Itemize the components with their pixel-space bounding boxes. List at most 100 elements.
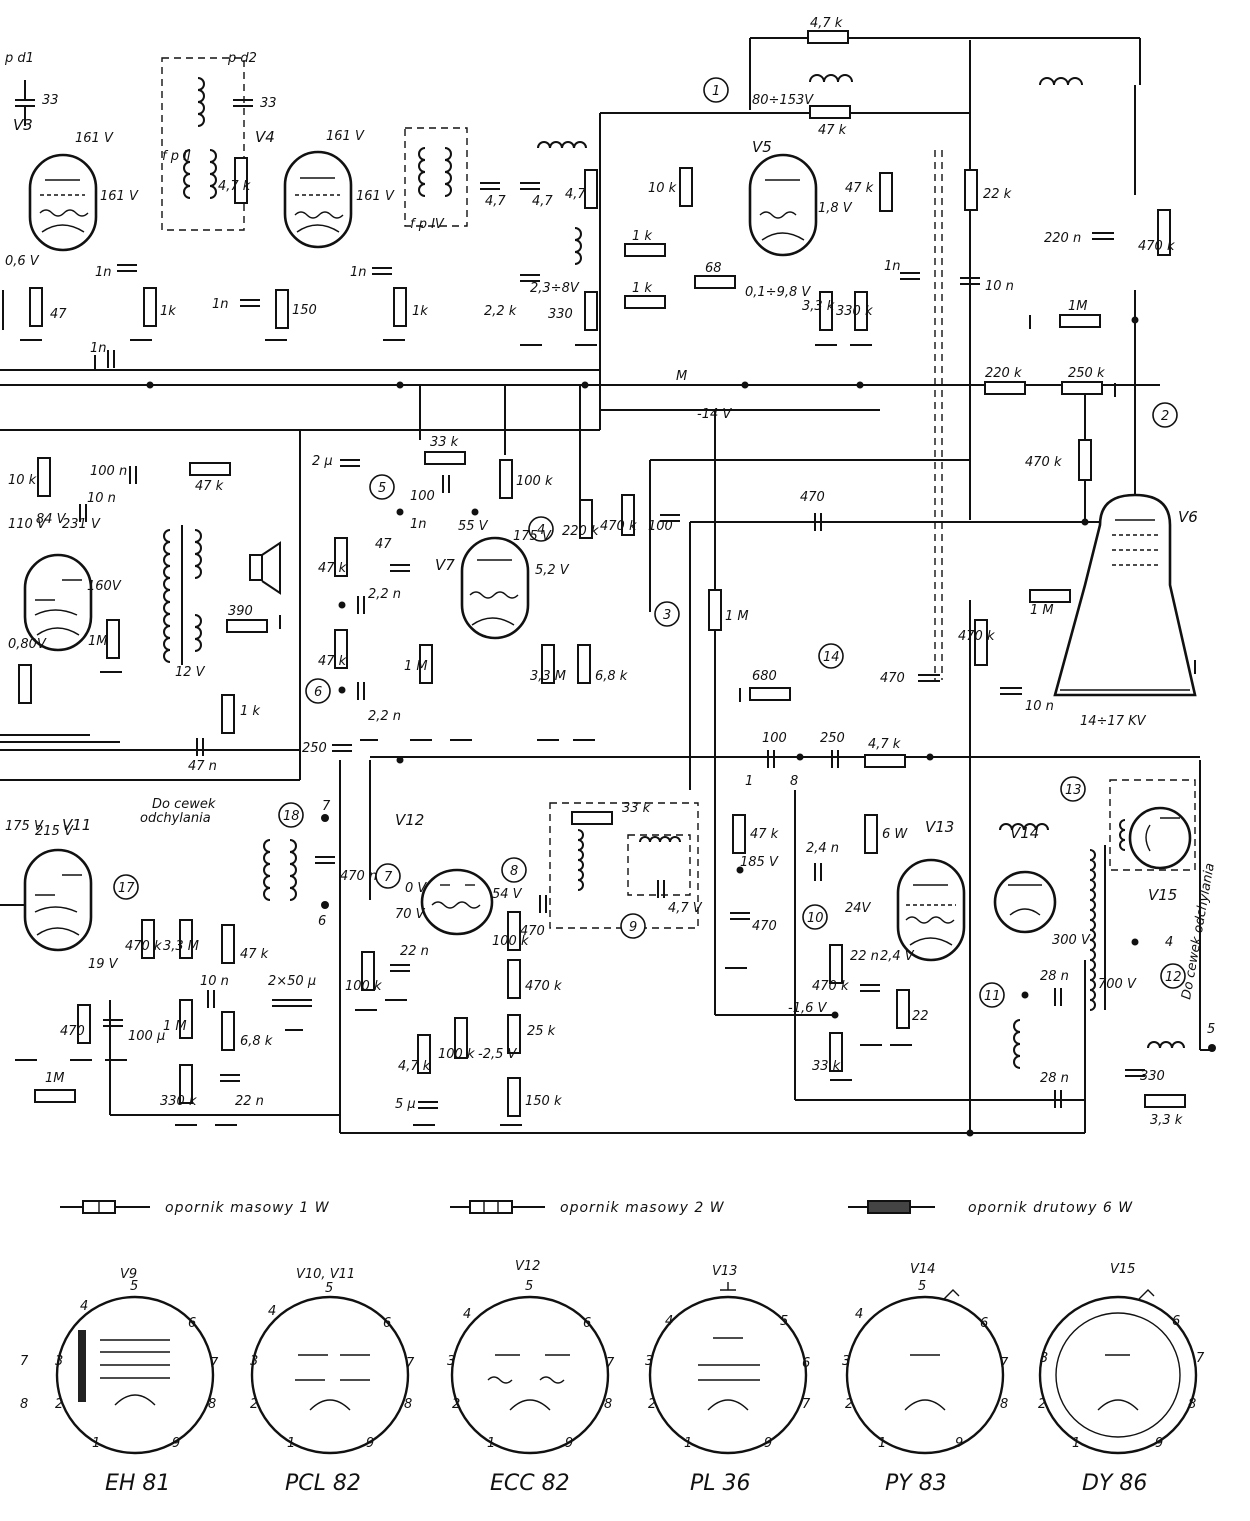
label-r470kg: 470 k [812,979,849,994]
marker-18: 18 [283,809,300,824]
tube-label-v6: V6 [1178,508,1198,526]
pin-6: 6 [383,1316,391,1331]
label-lead8: 8 [790,774,798,789]
pinout-type-ecc82: ECC 82 [490,1471,570,1496]
label-r47kh: 47 k [240,947,269,962]
pin-3: 3 [55,1354,63,1369]
pin-4: 4 [855,1307,863,1322]
label-c470c: 470 [520,924,545,939]
label-v70: 70 V [395,907,426,922]
pin-2: 2 [648,1397,656,1412]
label-r1kc: 1 k [632,229,652,244]
label-r100k: 100 k [516,474,553,489]
label-r390: 390 [228,604,253,619]
label-r47kj: 4,7 k [398,1059,431,1074]
legend-label-mass-2w: opornik masowy 2 W [560,1200,725,1216]
label-v161d: 161 V [356,189,395,204]
label-r330k: 330 k [836,304,873,319]
marker-5: 5 [378,481,386,496]
label-c1nc: 1n [212,297,229,312]
label-v1417: 14÷17 KV [1080,714,1147,729]
pin-7: 7 [1000,1356,1009,1371]
tube-v7: V7 [435,536,530,640]
label-c10nd: 10 n [200,974,229,989]
label-r1ka: 1k [160,304,176,319]
pin-1: 1 [878,1436,886,1451]
marker-4: 4 [537,523,545,538]
label-pd2: p d2 [227,51,257,66]
marker-3: 3 [663,608,671,623]
pin-6: 6 [583,1316,591,1331]
label-r150: 150 [292,303,317,318]
coils-top [537,74,1185,1069]
pin-9: 9 [764,1436,772,1451]
label-lead4: 4 [1165,935,1173,950]
label-r68kb: 6,8 k [240,1034,273,1049]
audio-output-transformer [163,525,202,665]
label-c10na: 10 n [985,279,1014,294]
pin-6: 6 [802,1356,810,1371]
pin-1: 1 [92,1436,100,1451]
label-v185: 185 V [740,855,779,870]
pin-7: 7 [802,1397,811,1412]
label-c1na: 1n [95,265,112,280]
label-lead7: 7 [322,799,331,814]
marker-8: 8 [510,864,518,879]
label-v110: 110 V [8,517,47,532]
label-v161c: 161 V [326,129,365,144]
pinout-tube-v12: V12 [515,1259,540,1274]
pin-8: 8 [404,1397,412,1412]
label-v52: 5,2 V [535,563,570,578]
label-c1nd: 1n [350,265,367,280]
marker-13: 13 [1065,783,1082,798]
pin-3: 3 [447,1354,455,1369]
pin-9: 9 [366,1436,374,1451]
label-r330: 330 [548,307,573,322]
marker-14: 14 [823,650,840,665]
label-c100b: 100 [648,519,673,534]
edge-label-7: 7 [20,1354,29,1369]
pinout-tube-v15: V15 [1110,1262,1135,1277]
pin-3: 3 [842,1354,850,1369]
label-pd1: p d1 [4,51,34,66]
label-r47kb: 47 k [818,123,847,138]
label-r1Mf: 1 M [163,1019,187,1034]
legend-label-mass-1w: opornik masowy 1 W [165,1200,330,1216]
label-r1Me: 1 M [1030,603,1054,618]
loudspeaker [249,541,281,595]
component-labels: p d1 33 p d2 33 f p II f p IV 161 V 161 … [4,16,1218,1412]
label-r1kd: 1 k [632,281,652,296]
marker-10: 10 [807,911,824,926]
label-v161b: 161 V [100,189,139,204]
pin-1: 1 [1072,1436,1080,1451]
label-v161a: 161 V [75,131,114,146]
pin-4: 4 [268,1304,276,1319]
label-r1Mg: 1M [45,1071,65,1086]
label-r10kb: 10 k [8,473,37,488]
marker-9: 9 [629,920,637,935]
tube-v12: V12 [395,811,494,936]
tube-label-v5: V5 [752,138,772,156]
tube-label-v15: V15 [1148,886,1177,904]
label-r1Md: 1 M [725,609,749,624]
label-c22nb: 2,2 n [368,709,401,724]
label-r22: 22 [912,1009,929,1024]
label-c1ne: 1n [884,259,901,274]
label-r22ka: 22 k [983,187,1012,202]
pin-1: 1 [684,1436,692,1451]
pinout-pl36: V13 PL 36 1 2 3 4 5 6 7 9 [645,1264,811,1496]
label-r100kc: 100 k [492,934,529,949]
label-fp2: f p II [162,149,191,164]
label-r47kf: 47 k [318,654,347,669]
label-r33k: 3,3 k [802,299,835,314]
label-c33b: 33 [260,96,277,111]
label-c100: 100 [410,489,435,504]
label-v080: 0,80V [8,637,47,652]
label-v215: 215 V [35,824,74,839]
label-r25k: 25 k [527,1024,556,1039]
label-c5u: 5 μ [395,1097,416,1112]
label-c33a: 33 [42,93,59,108]
label-c470n: 470 n [340,869,377,884]
pinout-type-eh81: EH 81 [105,1471,170,1496]
